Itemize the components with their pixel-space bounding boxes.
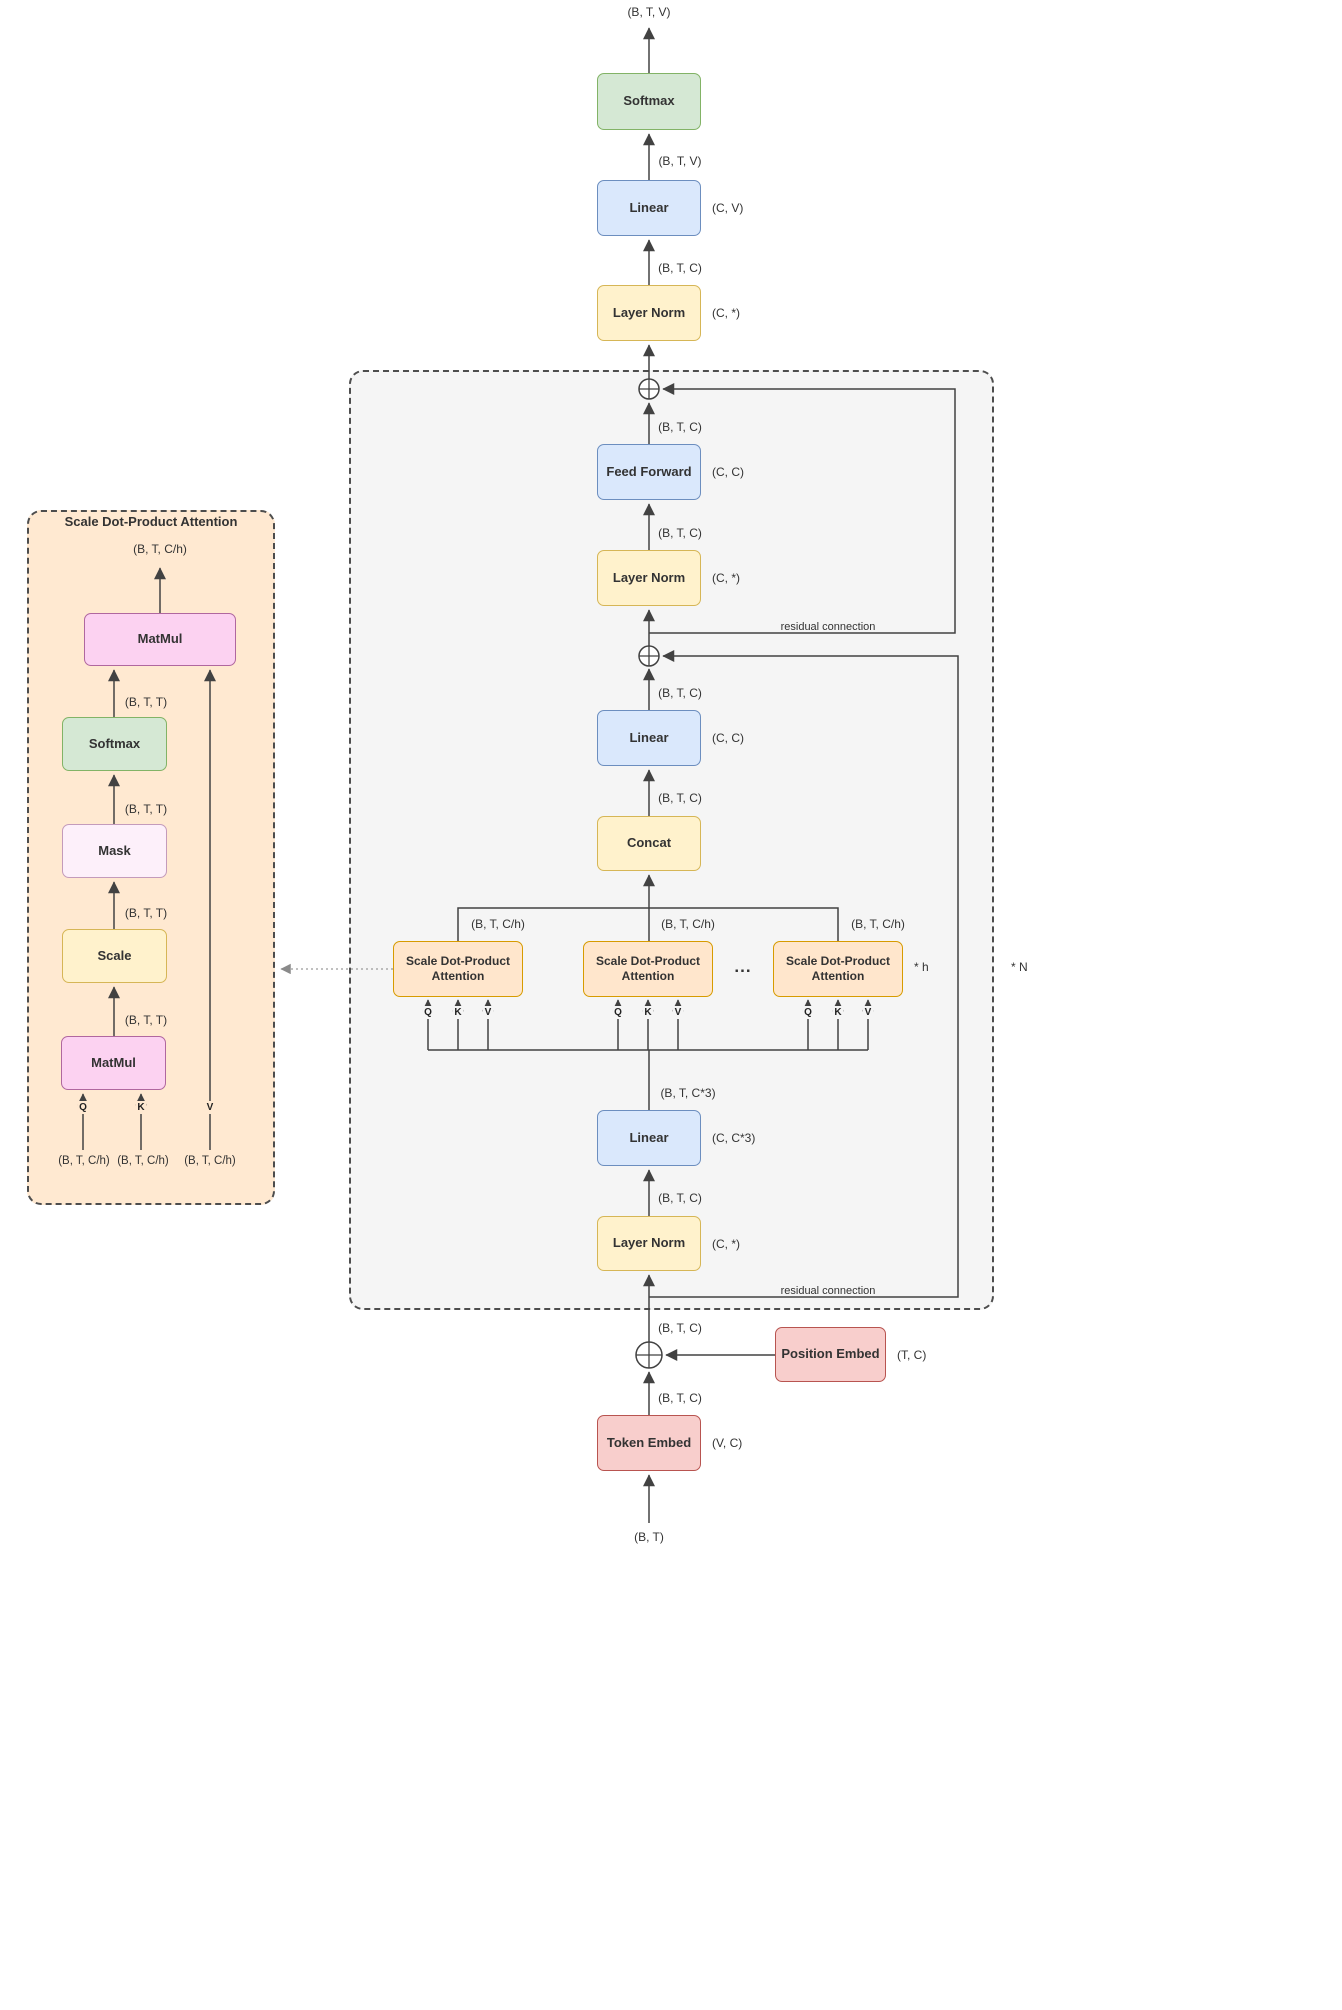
k-label: K — [832, 1006, 844, 1019]
v-label: V — [672, 1006, 684, 1019]
matmul-2-node: MatMul — [84, 613, 236, 666]
linear-qkv-node: Linear — [597, 1110, 701, 1166]
heads-ellipsis: ... — [734, 957, 752, 976]
v-label: V — [204, 1101, 216, 1114]
position-embed-node: Position Embed — [775, 1327, 886, 1382]
block-repeat-label: * N — [1011, 960, 1028, 974]
k-label: K — [642, 1006, 654, 1019]
q-label: Q — [802, 1006, 814, 1019]
q-label: Q — [422, 1006, 434, 1019]
linear-output-node: Linear — [597, 180, 701, 236]
dim-btt-1: (B, T, T) — [124, 695, 168, 709]
feed-forward-node: Feed Forward — [597, 444, 701, 500]
residual-label-lower: residual connection — [780, 1285, 876, 1297]
dim-attn-out: (B, T, C/h) — [133, 542, 187, 556]
weight-ff: (C, C) — [712, 465, 744, 479]
softmax-output-node: Softmax — [597, 73, 701, 130]
scale-node: Scale — [62, 929, 167, 983]
linear-proj-node: Linear — [597, 710, 701, 766]
residual-label-upper: residual connection — [780, 621, 876, 633]
weight-linear-output: (C, V) — [712, 201, 744, 215]
v-label: V — [482, 1006, 494, 1019]
dim-ff-in: (B, T, C) — [658, 526, 702, 540]
dim-softmax-in: (B, T, V) — [658, 154, 702, 168]
dim-input: (B, T) — [634, 1530, 664, 1544]
dim-attn-in-k: (B, T, C/h) — [117, 1155, 169, 1167]
weight-ln-2: (C, *) — [712, 571, 740, 585]
weight-linear-qkv: (C, C*3) — [712, 1131, 756, 1145]
layer-norm-2-node: Layer Norm — [597, 550, 701, 606]
attention-head-2-node: Scale Dot-Product Attention — [583, 941, 713, 997]
matmul-1-node: MatMul — [61, 1036, 166, 1090]
dim-btt-2: (B, T, T) — [124, 802, 168, 816]
weight-position-embed: (T, C) — [897, 1348, 927, 1362]
dim-proj-out: (B, T, C) — [658, 686, 702, 700]
weight-ln-final: (C, *) — [712, 306, 740, 320]
dim-linear-qkv-in: (B, T, C) — [658, 1191, 702, 1205]
layer-norm-1-node: Layer Norm — [597, 1216, 701, 1271]
dim-btt-3: (B, T, T) — [124, 906, 168, 920]
dim-block-in: (B, T, C) — [658, 1321, 702, 1335]
mask-node: Mask — [62, 824, 167, 878]
dim-head-out-1: (B, T, C/h) — [471, 917, 525, 931]
softmax-attn-node: Softmax — [62, 717, 167, 771]
dim-btt-4: (B, T, T) — [124, 1013, 168, 1027]
attention-head-1-node: Scale Dot-Product Attention — [393, 941, 523, 997]
dim-attn-in-v: (B, T, C/h) — [184, 1155, 236, 1167]
dim-head-out-2: (B, T, C/h) — [661, 917, 715, 931]
q-label: Q — [612, 1006, 624, 1019]
dim-attn-in-q: (B, T, C/h) — [58, 1155, 110, 1167]
dim-final-output: (B, T, V) — [627, 5, 671, 19]
dim-qkv: (B, T, C*3) — [660, 1086, 716, 1100]
k-label: K — [135, 1101, 147, 1114]
heads-repeat-label: * h — [914, 960, 929, 974]
q-label: Q — [77, 1101, 89, 1114]
concat-node: Concat — [597, 816, 701, 871]
weight-token-embed: (V, C) — [712, 1436, 743, 1450]
dim-linear-in: (B, T, C) — [658, 261, 702, 275]
dim-ff-out: (B, T, C) — [658, 420, 702, 434]
attention-head-h-node: Scale Dot-Product Attention — [773, 941, 903, 997]
token-embed-node: Token Embed — [597, 1415, 701, 1471]
detail-panel-title: Scale Dot-Product Attention — [64, 514, 238, 529]
dim-head-out-h: (B, T, C/h) — [851, 917, 905, 931]
dim-token-out: (B, T, C) — [658, 1391, 702, 1405]
weight-linear-proj: (C, C) — [712, 731, 744, 745]
k-label: K — [452, 1006, 464, 1019]
v-label: V — [862, 1006, 874, 1019]
dim-concat-out: (B, T, C) — [658, 791, 702, 805]
weight-ln-1: (C, *) — [712, 1237, 740, 1251]
layer-norm-final-node: Layer Norm — [597, 285, 701, 341]
add-icon — [635, 1341, 663, 1369]
